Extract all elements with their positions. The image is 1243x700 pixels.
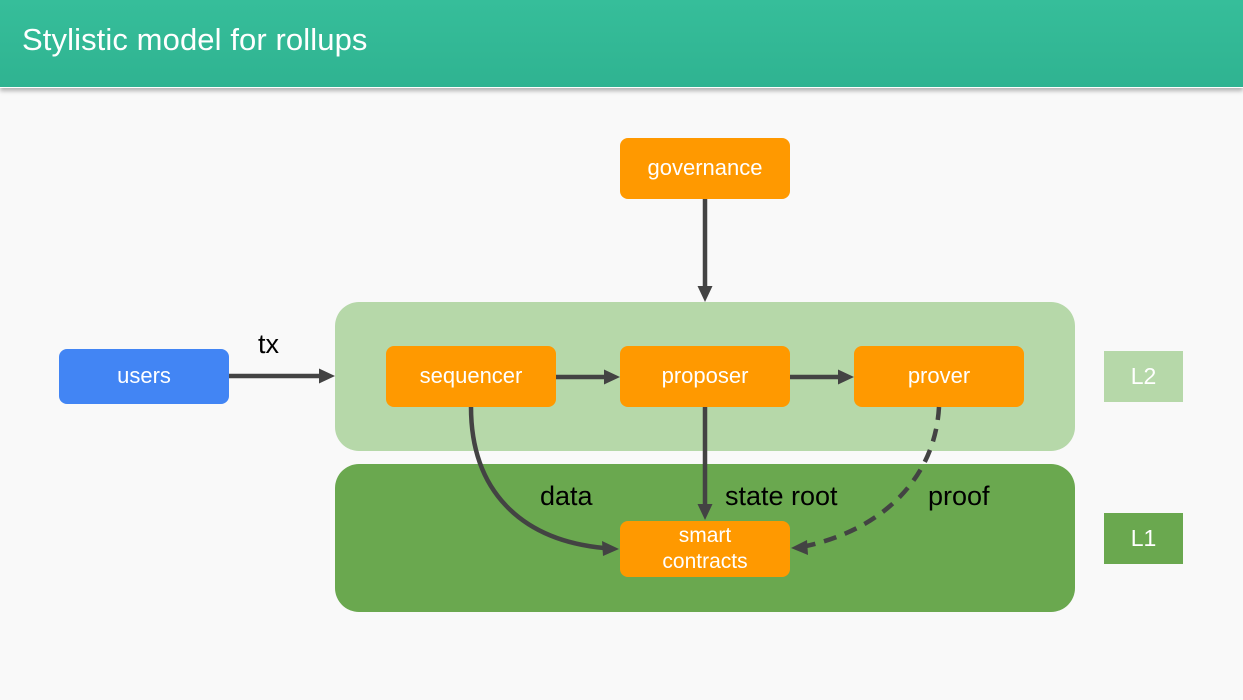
users-node: users: [59, 349, 229, 404]
edge-label-state-root: state root: [725, 481, 838, 511]
l1-badge: L1: [1104, 513, 1183, 564]
l2-badge-label: L2: [1130, 363, 1157, 389]
proposer-label: proposer: [661, 363, 749, 389]
sequencer-label: sequencer: [419, 363, 523, 389]
users-label: users: [117, 363, 171, 389]
governance-label: governance: [647, 155, 763, 181]
edge-label-tx: tx: [258, 329, 280, 359]
edge-label-proof: proof: [928, 481, 990, 511]
prover-node: prover: [854, 346, 1024, 407]
prover-label: prover: [907, 363, 971, 389]
edge-label-data: data: [540, 481, 593, 511]
smart-contracts-label-line1: smart: [678, 524, 732, 547]
arrowhead-icon: [319, 368, 335, 384]
proposer-node: proposer: [620, 346, 790, 407]
edge-governance-to-l2: [697, 199, 713, 302]
l1-badge-label: L1: [1130, 525, 1157, 551]
slide-header: Stylistic model for rollups: [0, 0, 1243, 88]
sequencer-node: sequencer: [386, 346, 556, 407]
smart-contracts-node: smart contracts: [620, 521, 790, 577]
arrowhead-icon: [697, 286, 713, 302]
governance-node: governance: [620, 138, 790, 199]
slide-title: Stylistic model for rollups: [22, 22, 368, 57]
smart-contracts-label-line2: contracts: [662, 550, 748, 573]
edge-users-to-l2: [229, 368, 335, 384]
l2-badge: L2: [1104, 351, 1183, 402]
